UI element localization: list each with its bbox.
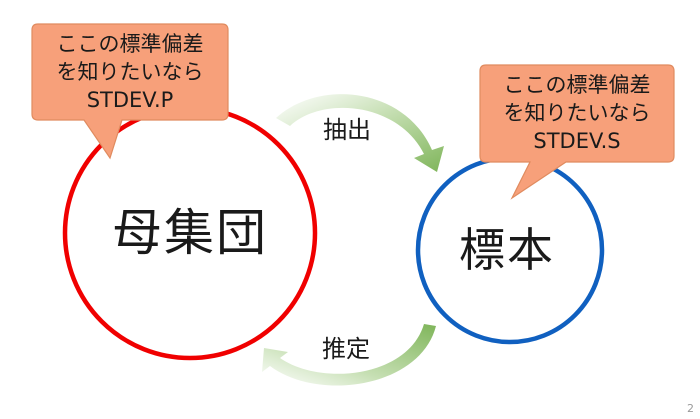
population-callout-line-3: STDEV.P (86, 88, 174, 112)
sample-callout-line-3: STDEV.S (533, 129, 621, 153)
extract-arrow (276, 94, 444, 172)
estimate-arrow (262, 324, 436, 386)
population-label: 母集団 (112, 204, 268, 262)
sample-callout-line-1: ここの標準偏差 (503, 73, 651, 97)
population-callout-text: ここの標準偏差 を知りたいなら STDEV.P (32, 30, 228, 114)
slide-page-number: 2 (687, 402, 694, 415)
sample-callout-text: ここの標準偏差 を知りたいなら STDEV.S (480, 71, 674, 155)
sample-callout-shape (479, 64, 675, 200)
extract-label: 抽出 (323, 116, 371, 144)
population-callout-shape (31, 23, 229, 160)
sample-label: 標本 (459, 223, 555, 277)
sample-callout-line-2: を知りたいなら (503, 101, 651, 125)
population-callout-line-1: ここの標準偏差 (56, 32, 204, 56)
estimate-label: 推定 (322, 335, 370, 363)
population-callout-line-2: を知りたいなら (56, 60, 204, 84)
